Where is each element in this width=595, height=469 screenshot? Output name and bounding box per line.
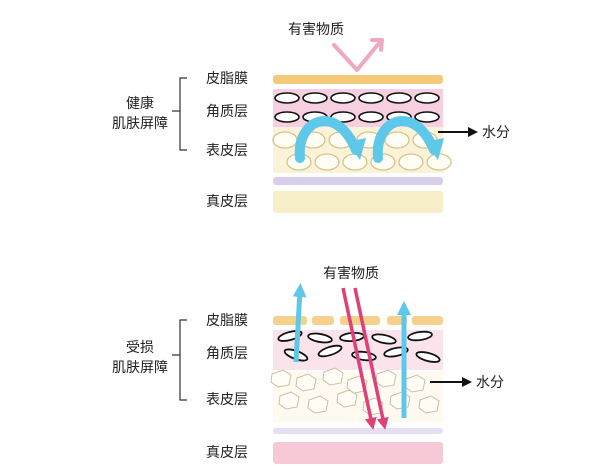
- sebum-fragment: [312, 316, 334, 325]
- healthy-sebum-layer: [273, 75, 443, 84]
- horny-cell: [414, 92, 440, 104]
- epidermis-cell-damaged: [270, 369, 292, 388]
- damaged-layer-horny-label: 角质层: [206, 346, 248, 362]
- damaged-group-label-line2: 肌肤屏障: [112, 360, 168, 376]
- healthy-group-label-line1: 健康: [126, 96, 154, 112]
- epidermis-cell: [384, 131, 410, 149]
- healthy-water-arc-right: [372, 116, 439, 163]
- healthy-basal-band: [273, 177, 443, 185]
- damaged-harmful-arrow-1: [341, 287, 377, 430]
- damaged-basal-band: [273, 428, 443, 434]
- epidermis-cell: [426, 153, 452, 171]
- epidermis-cell-damaged: [295, 373, 317, 392]
- damaged-harmful-arrow-2: [353, 287, 389, 430]
- horny-cell: [358, 111, 384, 123]
- epidermis-cell: [398, 153, 424, 171]
- healthy-layer-dermis-label: 真皮层: [206, 194, 248, 210]
- epidermis-cell-damaged: [418, 395, 440, 414]
- healthy-layer-epidermis-label: 表皮层: [206, 143, 248, 159]
- epidermis-cell-damaged: [278, 391, 300, 410]
- horny-cell-damaged: [407, 330, 433, 342]
- damaged-group-label: 受损 肌肤屏障: [105, 338, 175, 378]
- healthy-group-label: 健康 肌肤屏障: [105, 94, 175, 134]
- healthy-group-label-line2: 肌肤屏障: [112, 116, 168, 132]
- epidermis-cell-damaged: [307, 395, 329, 414]
- epidermis-cell-damaged: [336, 389, 358, 408]
- damaged-harmful-label: 有害物质: [323, 266, 379, 282]
- epidermis-cell: [272, 131, 298, 149]
- horny-cell: [274, 111, 300, 123]
- horny-cell: [386, 92, 412, 104]
- horny-cell: [330, 92, 356, 104]
- healthy-harmful-label: 有害物质: [288, 22, 344, 38]
- damaged-water-arrow-left: [292, 283, 307, 363]
- sebum-fragment: [412, 316, 443, 325]
- healthy-deflect-arrow: [332, 40, 382, 72]
- horny-cell: [358, 92, 384, 104]
- damaged-epidermis-cells: [270, 367, 440, 416]
- horny-cell-damaged: [307, 332, 333, 344]
- healthy-water-label: 水分: [482, 125, 510, 141]
- damaged-bracket: [172, 319, 187, 401]
- damaged-water-label: 水分: [476, 375, 504, 391]
- damaged-layer-epidermis-label: 表皮层: [206, 392, 248, 408]
- horny-cell-damaged: [317, 344, 343, 358]
- horny-cell-damaged: [371, 333, 397, 345]
- epidermis-cell: [342, 153, 368, 171]
- healthy-dermis-layer: [273, 191, 443, 213]
- healthy-water-arc-left: [294, 116, 361, 163]
- horny-cell: [274, 92, 300, 104]
- damaged-layer-dermis-label: 真皮层: [206, 445, 248, 461]
- epidermis-cell: [314, 153, 340, 171]
- damaged-layer-sebum-label: 皮脂膜: [206, 313, 248, 329]
- healthy-layer-horny-label: 角质层: [206, 104, 248, 120]
- horny-cell: [414, 111, 440, 123]
- epidermis-cell-damaged: [322, 367, 344, 386]
- sebum-fragment: [273, 316, 307, 325]
- healthy-layer-sebum-label: 皮脂膜: [206, 71, 248, 87]
- damaged-dermis-layer: [273, 442, 443, 464]
- horny-cell: [302, 92, 328, 104]
- horny-cell-damaged: [415, 351, 441, 363]
- healthy-bracket: [172, 77, 187, 151]
- damaged-group-label-line1: 受损: [126, 340, 154, 356]
